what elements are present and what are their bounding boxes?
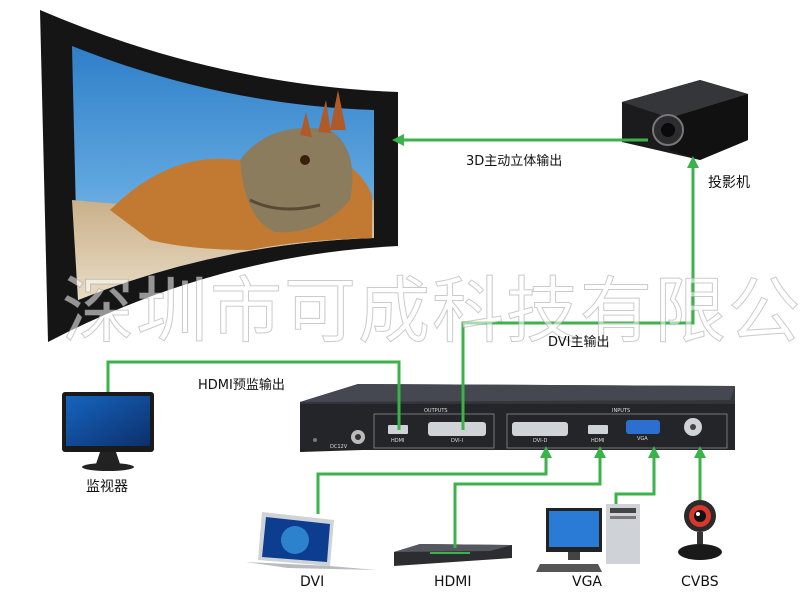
label-src-vga: VGA (572, 574, 603, 590)
device-in-hdmi-label: HDMI (591, 438, 605, 444)
label-hdmi-preview: HDMI预监输出 (198, 378, 285, 393)
label-dvi-main: DVI主输出 (548, 335, 610, 350)
projector-icon (622, 80, 748, 160)
media-player-icon (394, 544, 512, 566)
laptop-icon (246, 512, 376, 570)
line-hdmi-preview (106, 360, 401, 430)
device-out-dvi-label: DVI-I (451, 438, 463, 444)
line-src-dvi (316, 454, 548, 514)
watermark-text: 深圳市可成科技有限公司 (61, 269, 800, 354)
label-src-hdmi: HDMI (434, 574, 472, 590)
label-3d-output: 3D主动立体输出 (466, 154, 563, 169)
curved-screen-icon (40, 10, 398, 342)
monitor-icon (62, 392, 154, 471)
device-in-dvi-label: DVI-D (533, 438, 548, 444)
device-outputs-label: OUTPUTS (424, 408, 448, 414)
connection-lines (106, 138, 702, 548)
label-monitor: 监视器 (86, 479, 128, 495)
line-dvi-main (461, 166, 695, 430)
desktop-pc-icon (536, 504, 640, 572)
arrow-heads (392, 134, 706, 458)
arrow-src-dvi (540, 446, 552, 458)
line-src-vga (614, 454, 656, 504)
label-src-dvi: DVI (300, 574, 325, 590)
arrow-src-hdmi (594, 446, 606, 458)
arrow-src-vga (648, 446, 660, 458)
line-src-hdmi (453, 454, 602, 548)
arrow-3d-output (392, 134, 404, 146)
arrow-src-cvbs (694, 446, 706, 458)
webcam-icon (678, 500, 722, 560)
arrow-dvi-main (687, 156, 699, 168)
label-src-cvbs: CVBS (681, 574, 719, 590)
device-inputs-label: INPUTS (612, 408, 631, 414)
label-projector: 投影机 (708, 175, 750, 191)
device-power-label: DC12V (330, 444, 348, 450)
device-in-vga-label: VGA (637, 436, 648, 442)
device-out-hdmi-label: HDMI (391, 438, 405, 444)
processor-box-icon (300, 384, 735, 452)
